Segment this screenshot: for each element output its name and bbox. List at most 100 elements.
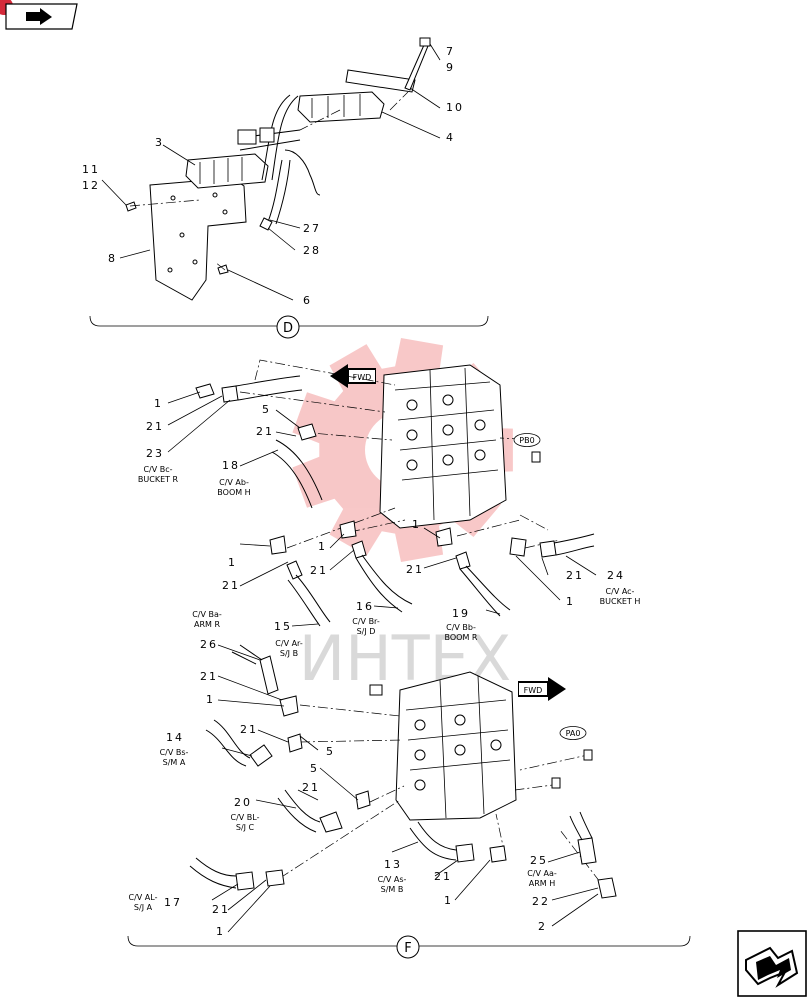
callout-f-21g: 21: [200, 670, 218, 683]
hose-label-ba-arm-r: C/V Ba- ARM R: [192, 610, 222, 629]
tag-pa0: PA0: [559, 726, 587, 740]
svg-text:PA0: PA0: [566, 729, 581, 738]
hose-label-aa-arm-h: C/V Aa- ARM H: [527, 869, 557, 888]
svg-text:ARM R: ARM R: [194, 620, 220, 629]
hose-label-bb-boom-r: C/V Bb- BOOM R: [445, 623, 478, 642]
callout-f-18: 18: [222, 459, 240, 472]
hose-label-br-sj-d: C/V Br- S/J D: [352, 617, 380, 636]
callout-4: 4: [446, 131, 455, 144]
callout-f-1b: 1: [228, 556, 237, 569]
svg-text:S/J D: S/J D: [357, 627, 376, 636]
svg-text:C/V Ac-: C/V Ac-: [606, 587, 635, 596]
callout-f-14: 14: [166, 731, 184, 744]
prev-page-button[interactable]: [0, 0, 78, 30]
svg-text:C/V Ba-: C/V Ba-: [192, 610, 222, 619]
hose-label-ab-boom-h: C/V Ab- BOOM H: [217, 478, 250, 497]
hose-label-ac-bucket-h: C/V Ac- BUCKET H: [600, 587, 641, 606]
callout-28: 28: [303, 244, 321, 257]
fwd-arrow-top: FWD: [330, 364, 376, 388]
hose-label-as-sm-b: C/V As- S/M B: [378, 875, 407, 894]
callout-3: 3: [155, 136, 164, 149]
callout-9: 9: [446, 61, 455, 74]
callout-12: 12: [82, 179, 100, 192]
callout-f-5a: 5: [262, 403, 271, 416]
svg-text:C/V Ab-: C/V Ab-: [219, 478, 249, 487]
callout-f-1f: 1: [206, 693, 215, 706]
callout-f-1h: 1: [216, 925, 225, 938]
callout-f-21h: 21: [240, 723, 258, 736]
svg-text:C/V Aa-: C/V Aa-: [527, 869, 557, 878]
svg-text:S/J A: S/J A: [134, 903, 153, 912]
callout-f-20: 20: [234, 796, 252, 809]
callout-f-21c: 21: [222, 579, 240, 592]
callout-f-21a: 21: [146, 420, 164, 433]
section-d-marker: D: [283, 321, 293, 336]
plate-10: [345, 69, 416, 93]
callout-10: 10: [446, 101, 464, 114]
callout-f-21j: 21: [434, 870, 452, 883]
hose-label-ar-sj-b: C/V Ar- S/J B: [275, 639, 303, 658]
callout-f-23: 23: [146, 447, 164, 460]
callout-f-21i: 21: [302, 781, 320, 794]
svg-text:FWD: FWD: [524, 686, 543, 695]
svg-text:C/V Br-: C/V Br-: [352, 617, 380, 626]
svg-text:BUCKET R: BUCKET R: [138, 475, 179, 484]
svg-text:FWD: FWD: [353, 373, 372, 382]
callout-f-21e: 21: [406, 563, 424, 576]
callout-27: 27: [303, 222, 321, 235]
clamp-block-4: [297, 91, 385, 123]
bolt-7: [404, 44, 429, 91]
hose-label-al-sj-a: C/V AL- S/J A: [129, 893, 158, 912]
hose-label-bs-sm-a: C/V Bs- S/M A: [160, 748, 189, 767]
svg-text:BOOM R: BOOM R: [445, 633, 478, 642]
fwd-arrow-bottom: FWD: [518, 677, 566, 701]
section-d-assembly: 7 9 10 4 3 11 12 8 27 28 6 D: [82, 37, 489, 339]
hose-label-bc-bucket-r: C/V Bc- BUCKET R: [138, 465, 179, 484]
callout-f-19: 19: [452, 607, 470, 620]
callout-f-24: 24: [607, 569, 625, 582]
callout-f-16: 16: [356, 600, 374, 613]
next-page-button[interactable]: [737, 930, 807, 997]
callout-7: 7: [446, 45, 455, 58]
clamp-block-3: [185, 153, 269, 189]
callout-11: 11: [82, 163, 100, 176]
svg-text:BOOM H: BOOM H: [217, 488, 250, 497]
callout-f-17: 17: [164, 896, 182, 909]
callout-f-15: 15: [274, 620, 292, 633]
svg-text:C/V Bs-: C/V Bs-: [160, 748, 189, 757]
callout-f-21k: 21: [212, 903, 230, 916]
callout-f-22: 22: [532, 895, 550, 908]
svg-text:S/M B: S/M B: [381, 885, 404, 894]
tag-pb0: PB0: [513, 433, 541, 447]
callout-f-1g: 1: [444, 894, 453, 907]
callout-f-5b: 5: [326, 745, 335, 758]
svg-text:S/M A: S/M A: [163, 758, 186, 767]
section-f-assembly: FWD FWD: [127, 359, 691, 959]
svg-text:C/V AL-: C/V AL-: [129, 893, 158, 902]
callout-6: 6: [303, 294, 312, 307]
section-f-marker: F: [404, 941, 411, 956]
callout-f-21f: 21: [566, 569, 584, 582]
bracket-plate-8: [149, 177, 247, 301]
hose-label-bl-sj-c: C/V BL- S/J C: [231, 813, 260, 832]
svg-text:PB0: PB0: [519, 436, 534, 445]
callout-f-13: 13: [384, 858, 402, 871]
callout-f-26: 26: [200, 638, 218, 651]
svg-text:ARM H: ARM H: [529, 879, 556, 888]
svg-text:C/V Bb-: C/V Bb-: [446, 623, 476, 632]
svg-text:C/V Ar-: C/V Ar-: [275, 639, 303, 648]
svg-text:S/J B: S/J B: [280, 649, 298, 658]
callout-f-21d: 21: [310, 564, 328, 577]
svg-text:C/V As-: C/V As-: [378, 875, 407, 884]
callout-f-5c: 5: [310, 762, 319, 775]
callout-f-1d: 1: [412, 518, 421, 531]
svg-text:C/V BL-: C/V BL-: [231, 813, 260, 822]
svg-text:S/J C: S/J C: [236, 823, 255, 832]
svg-text:BUCKET H: BUCKET H: [600, 597, 641, 606]
callout-f-1a: 1: [154, 397, 163, 410]
callout-f-1e: 1: [566, 595, 575, 608]
callout-f-2: 2: [538, 920, 547, 933]
callout-f-1c: 1: [318, 540, 327, 553]
callout-f-21b: 21: [256, 425, 274, 438]
